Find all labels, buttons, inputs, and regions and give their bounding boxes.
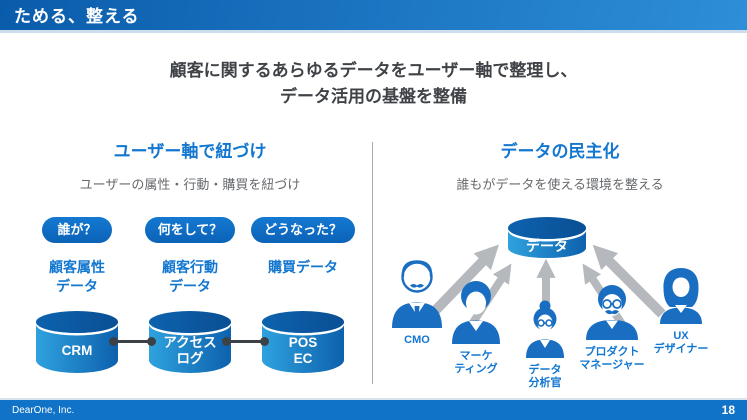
database-label: データ — [526, 238, 568, 254]
db-link-connector — [222, 337, 269, 346]
db-link-connector — [109, 337, 156, 346]
role-ux-designer: UX デザイナー — [641, 266, 721, 356]
role-label: データ 分析官 — [528, 364, 562, 389]
database-cylinder-crm: CRM — [36, 311, 118, 373]
ux-designer-icon — [660, 268, 702, 324]
database-cylinder-access-log: アクセス ログ — [149, 311, 231, 373]
question-pill: どうなった？ — [250, 217, 355, 243]
role-marketer: マーケ ティング — [436, 278, 516, 376]
main-title-line1: 顧客に関するあらゆるデータをユーザー軸で整理し、 — [169, 61, 578, 80]
data-type-label: 購買データ — [268, 259, 338, 275]
database-label: アクセス ログ — [163, 335, 217, 366]
slide-footer: DearOne, Inc. 18 — [0, 398, 747, 420]
marketer-icon — [452, 281, 500, 344]
role-label: プロダクト マネージャー — [579, 346, 645, 371]
data-column-result: どうなった？ 購買データ POS EC — [248, 217, 358, 373]
data-column-what: 何をして？ 顧客行動 データ アクセス ログ — [135, 217, 245, 373]
database-label: POS EC — [288, 335, 318, 366]
database-label: CRM — [61, 343, 93, 358]
right-panel-heading: データの民主化 — [500, 142, 620, 161]
arrow-cmo-to-data — [428, 244, 499, 318]
page-number: 18 — [721, 403, 735, 417]
left-panel-subtitle: ユーザーの属性・行動・購買を紐づけ — [79, 177, 301, 192]
data-analyst-icon — [526, 300, 564, 358]
role-label: UX デザイナー — [653, 330, 709, 355]
slide-header-bar: ためる、整える — [0, 0, 747, 33]
column-divider — [372, 142, 373, 384]
slide-header-title: ためる、整える — [14, 7, 140, 26]
main-title: 顧客に関するあらゆるデータをユーザー軸で整理し、 データ活用の基盤を整備 — [0, 58, 747, 110]
main-title-line2: データ活用の基盤を整備 — [280, 87, 467, 106]
right-panel-subtitle: 誰もがデータを使える環境を整える — [456, 177, 664, 192]
product-manager-icon — [586, 285, 638, 340]
role-label: CMO — [404, 334, 430, 346]
left-panel-heading: ユーザー軸で紐づけ — [113, 142, 267, 161]
role-label: マーケ ティング — [454, 350, 498, 375]
right-panel: データの民主化 誰もがデータを使える環境を整える — [382, 137, 738, 193]
left-panel-columns: 誰が？ 顧客属性 データ CRM 何をして？ 顧客行動 データ アクセス ログ … — [22, 217, 358, 373]
data-type-label: 顧客属性 データ — [49, 259, 105, 294]
company-name: DearOne, Inc. — [12, 404, 75, 416]
database-cylinder-data: データ — [508, 217, 586, 258]
role-product-manager: プロダクト マネージャー — [572, 283, 652, 372]
role-cmo: CMO — [377, 256, 457, 347]
cmo-icon — [392, 260, 442, 328]
database-cylinder-pos-ec: POS EC — [262, 311, 344, 373]
question-pill: 誰が？ — [42, 217, 112, 243]
data-column-who: 誰が？ 顧客属性 データ CRM — [22, 217, 132, 373]
data-type-label: 顧客行動 データ — [162, 259, 218, 294]
question-pill: 何をして？ — [144, 217, 236, 243]
role-data-analyst: データ 分析官 — [505, 300, 585, 390]
arrow-ux-to-data — [592, 244, 666, 318]
left-panel: ユーザー軸で紐づけ ユーザーの属性・行動・購買を紐づけ 誰が？ 顧客属性 データ… — [22, 137, 358, 373]
